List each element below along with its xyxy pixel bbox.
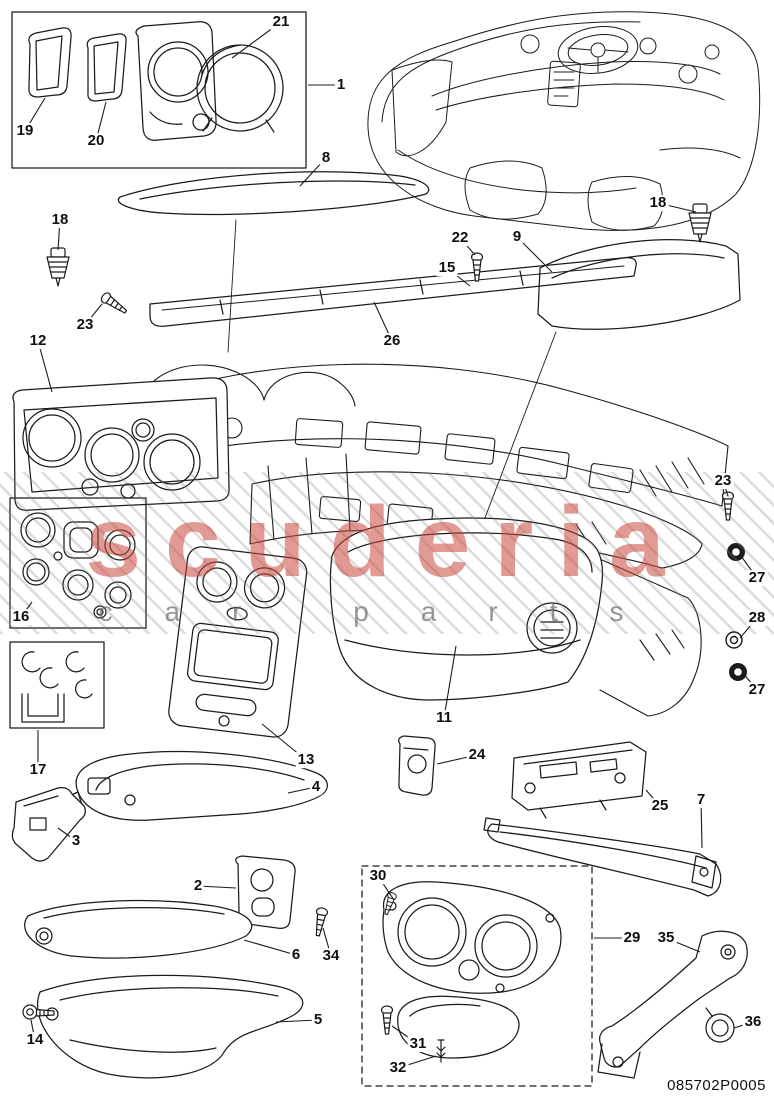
- part-25-bracket: [511, 741, 647, 819]
- part-23-screw-right: [721, 491, 735, 521]
- part-24-bracket: [398, 735, 436, 796]
- part-27-grommet-upper: [726, 542, 746, 562]
- part-18-clip-right: [688, 203, 712, 243]
- part-13-center-stack: [168, 546, 308, 738]
- part-4-upper-column-cowl: [59, 750, 328, 821]
- vent-group-box: [11, 11, 307, 169]
- part-21-vent-housing: [135, 21, 217, 141]
- part-5-knee-bolster: [37, 974, 304, 1079]
- part-23-screw-left: [98, 290, 130, 317]
- part-16-bezel-box: [9, 497, 147, 629]
- part-22-screw: [470, 252, 484, 282]
- part-26-cross-strip: [149, 257, 637, 327]
- part-7-lower-rail: [483, 817, 722, 897]
- part-28-washer: [725, 631, 743, 649]
- part-6-lower-column-cover: [24, 899, 253, 959]
- diagram-code: 085702P0005: [667, 1077, 766, 1094]
- part-27-grommet-lower: [728, 662, 748, 682]
- dash-right-end: [599, 559, 702, 717]
- part-1-gauge-pod: [196, 44, 284, 133]
- main-dash-carrier: [137, 363, 729, 569]
- part-8-defroster-trim: [117, 171, 430, 216]
- cluster-bezel-group: [361, 865, 593, 1087]
- part-30-cluster-surround: [382, 881, 562, 994]
- part-31-screw: [380, 1005, 394, 1035]
- part-18-clip-left: [46, 247, 70, 287]
- part-3-bracket: [11, 787, 86, 862]
- part-17-clip-box: [9, 641, 105, 729]
- part-36-clamp: [705, 1007, 735, 1043]
- part-29-lower-cover: [397, 995, 520, 1059]
- part-35-support-bracket: [597, 930, 748, 1079]
- part-12-cluster-face: [12, 377, 230, 511]
- car-interior-reference: [367, 11, 761, 231]
- part-34-screw: [311, 906, 329, 938]
- part-11-glovebox-panel: [329, 517, 604, 701]
- part-9-top-pad: [537, 239, 741, 330]
- alignment-lines: [227, 219, 557, 537]
- part-19-vent-seal: [28, 27, 72, 98]
- part-20-vent-seal: [86, 33, 127, 102]
- dashed-group-box: [361, 865, 593, 1087]
